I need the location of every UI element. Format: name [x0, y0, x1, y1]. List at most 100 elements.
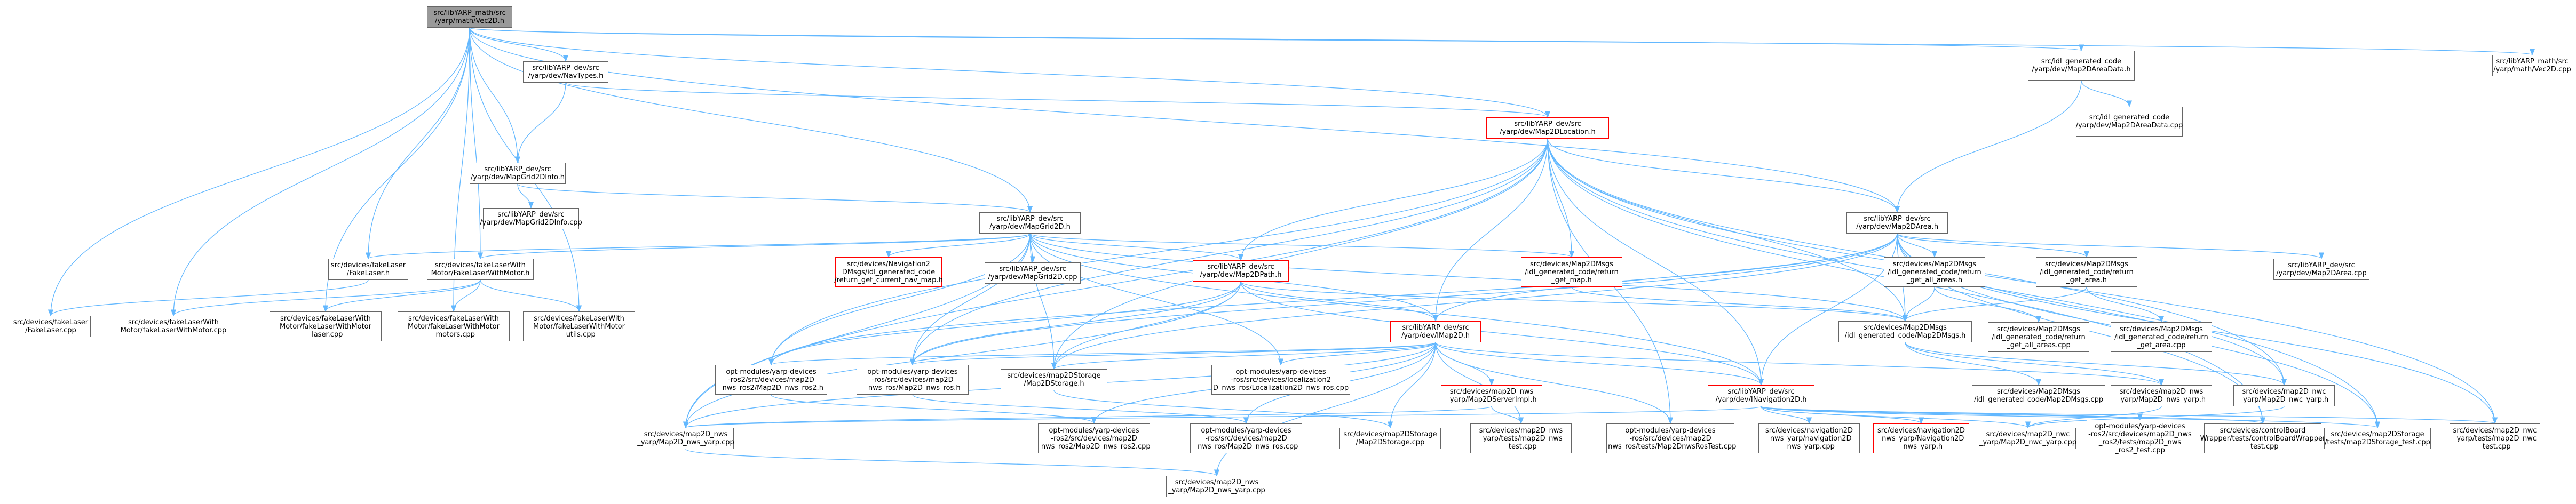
node-m2dpath[interactable]: src/libYARP_dev/src /yarp/dev/Map2DPath.…	[1193, 260, 1289, 282]
edge-mapgrid-to-storage_h	[1029, 233, 1057, 370]
node-label: src/devices/fakeLaser /FakeLaser.h	[330, 261, 406, 277]
node-srvimpl[interactable]: src/devices/map2D_nws _yarp/Map2DServerI…	[1441, 385, 1542, 406]
node-m2dloc[interactable]: src/libYARP_dev/src /yarp/dev/Map2DLocat…	[1486, 117, 1609, 139]
node-flwm_laser[interactable]: src/devices/fakeLaserWith Motor/fakeLase…	[270, 311, 382, 341]
node-label: src/devices/navigation2D _nws_yarp/Navig…	[1877, 426, 1965, 451]
edge-root-to-mapgridinfo	[469, 27, 521, 164]
node-fakelasercpp[interactable]: src/devices/fakeLaser /FakeLaser.cpp	[11, 316, 91, 337]
edge-retallareas-to-retallareascpp	[1934, 286, 2042, 323]
edge-m2dpath-to-map2dmsgs	[1240, 281, 1908, 322]
node-mapgridinfo[interactable]: src/libYARP_dev/src /yarp/dev/MapGrid2DI…	[470, 163, 566, 184]
node-ros2cpp[interactable]: opt-modules/yarp-devices -ros2/src/devic…	[1037, 423, 1151, 453]
node-label: src/devices/map2D_nwc _yarp/Map2D_nwc_ya…	[1979, 430, 2076, 446]
node-nwsyarpcpp_right[interactable]: src/devices/map2D_nwc _yarp/Map2D_nwc_ya…	[1979, 428, 2076, 449]
node-nwctest[interactable]: src/devices/map2D_nwc _yarp/tests/map2D_…	[2450, 423, 2540, 453]
node-ros2test[interactable]: opt-modules/yarp-devices -ros2/src/devic…	[2087, 420, 2193, 457]
node-storagetest[interactable]: src/devices/map2DStorage /tests/map2DSto…	[2324, 428, 2431, 449]
edge-imap2d-to-nwsyarpcpp_bottom	[1214, 342, 1436, 477]
edge-m2dloc-to-imap2d	[1432, 138, 1548, 322]
node-m2dareadata[interactable]: src/idl_generated_code /yarp/dev/Map2DAr…	[2028, 51, 2135, 81]
node-flwm_motors[interactable]: src/devices/fakeLaserWith Motor/fakeLase…	[398, 311, 510, 341]
edge-inav2d-to-nwsyarpcpp_left	[683, 406, 1762, 429]
node-label: src/libYARP_dev/src /yarp/dev/Map2DLocat…	[1500, 120, 1596, 136]
edge-mapgrid-to-inav2d	[1029, 233, 1764, 386]
node-flwm_utils[interactable]: src/devices/fakeLaserWith Motor/fakeLase…	[523, 311, 635, 341]
node-label: src/devices/Map2DMsgs /idl_generated_cod…	[1992, 325, 2086, 349]
node-retallareascpp[interactable]: src/devices/Map2DMsgs /idl_generated_cod…	[1988, 322, 2089, 352]
node-nwsyarpcpp_bottom[interactable]: src/devices/map2D_nws _yarp/Map2D_nws_ya…	[1166, 476, 1267, 497]
node-fakelasermotor_h[interactable]: src/devices/fakeLaserWith Motor/FakeLase…	[427, 259, 534, 280]
node-nwsyarp_h[interactable]: src/devices/map2D_nws _yarp/Map2D_nws_ya…	[2111, 385, 2212, 406]
node-storage_h[interactable]: src/devices/map2DStorage /Map2DStorage.h	[1001, 369, 1107, 390]
node-label: src/libYARP_dev/src /yarp/dev/Map2DPath.…	[1200, 263, 1282, 279]
node-label: opt-modules/yarp-devices -ros/src/device…	[865, 367, 961, 392]
node-retallareas[interactable]: src/devices/Map2DMsgs /idl_generated_cod…	[1884, 257, 1985, 287]
edge-root-to-fakelaser_h	[365, 27, 470, 260]
node-map2dmsgscpp[interactable]: src/devices/Map2DMsgs /idl_generated_cod…	[1972, 385, 2105, 406]
edge-retallareas-to-map2dmsgs	[1902, 286, 1935, 322]
node-root[interactable]: src/libYARP_math/src /yarp/math/Vec2D.h	[427, 6, 512, 28]
node-nwsyarpcpp_left[interactable]: src/devices/map2D_nws _yarp/Map2D_nws_ya…	[637, 428, 734, 449]
node-flwm_cpp[interactable]: src/devices/fakeLaserWith Motor/fakeLase…	[115, 316, 232, 337]
node-ros_h[interactable]: opt-modules/yarp-devices -ros/src/device…	[857, 365, 969, 395]
node-mapgrid[interactable]: src/libYARP_dev/src /yarp/dev/MapGrid2D.…	[979, 212, 1081, 234]
node-loc2d_ros[interactable]: opt-modules/yarp-devices -ros/src/device…	[1211, 365, 1350, 395]
edge-imap2d-to-nwsyarp_h	[1435, 342, 2164, 386]
node-retarea[interactable]: src/devices/Map2DMsgs /idl_generated_cod…	[2036, 257, 2137, 287]
node-label: opt-modules/yarp-devices -ros/src/device…	[1212, 367, 1349, 392]
node-label: src/libYARP_dev/src /yarp/dev/Map2DArea.…	[1856, 215, 1939, 231]
node-cbwtest[interactable]: src/devices/controlBoard Wrapper/tests/c…	[2200, 423, 2325, 453]
edge-retgetmap-to-map2dmsgs	[1571, 286, 1908, 322]
node-navnwsyarp[interactable]: src/devices/navigation2D _nws_yarp/navig…	[1758, 423, 1860, 453]
node-inav2d[interactable]: src/libYARP_dev/src /yarp/dev/INavigatio…	[1708, 385, 1814, 406]
edge-fakelasermotor_h-to-flwm_motors	[450, 279, 481, 313]
node-label: opt-modules/yarp-devices -ros/src/device…	[1604, 426, 1737, 451]
node-label: src/devices/Map2DMsgs /idl_generated_cod…	[1973, 388, 2104, 404]
node-label: src/devices/fakeLaserWith Motor/FakeLase…	[431, 261, 530, 277]
node-roscpp[interactable]: opt-modules/yarp-devices -ros/src/device…	[1190, 423, 1302, 453]
node-label: src/libYARP_dev/src /yarp/dev/MapGrid2D.…	[988, 265, 1077, 281]
node-label: opt-modules/yarp-devices -ros2/src/devic…	[2088, 422, 2192, 454]
node-mapgridcpp[interactable]: src/libYARP_dev/src /yarp/dev/MapGrid2D.…	[985, 262, 1081, 284]
node-label: src/libYARP_dev/src /yarp/dev/MapGrid2DI…	[480, 211, 582, 227]
node-m2darea[interactable]: src/libYARP_dev/src /yarp/dev/Map2DArea.…	[1846, 212, 1948, 234]
node-retgetmap[interactable]: src/devices/Map2DMsgs /idl_generated_cod…	[1521, 257, 1622, 287]
node-vec2dcpp[interactable]: src/libYARP_math/src /yarp/math/Vec2D.cp…	[2492, 55, 2572, 76]
node-m2dareacpp[interactable]: src/libYARP_dev/src /yarp/dev/Map2DArea.…	[2273, 259, 2369, 280]
edge-mapgrid-to-retgetmap	[1029, 233, 1574, 258]
edge-ros_h-to-roscpp	[912, 394, 1249, 425]
node-label: opt-modules/yarp-devices -ros/src/device…	[1194, 426, 1298, 451]
node-retareacpp[interactable]: src/devices/Map2DMsgs /idl_generated_cod…	[2111, 322, 2212, 352]
node-imap2d[interactable]: src/libYARP_dev/src /yarp/dev/IMap2D.h	[1390, 321, 1481, 342]
edge-imap2d-to-rostest	[1435, 342, 1674, 425]
node-nwstest[interactable]: src/devices/map2D_nws _yarp/tests/map2D_…	[1470, 423, 1572, 453]
node-storagecpp[interactable]: src/devices/map2DStorage /Map2DStorage.c…	[1339, 428, 1441, 449]
edge-m2dareadata-to-m2darea	[1894, 80, 2082, 213]
node-label: opt-modules/yarp-devices -ros2/src/devic…	[719, 367, 823, 392]
node-label: src/devices/map2DStorage /Map2DStorage.c…	[1343, 430, 1437, 446]
node-m2dareadatacpp[interactable]: src/idl_generated_code /yarp/dev/Map2DAr…	[2076, 107, 2183, 137]
node-label: src/devices/map2D_nws _yarp/Map2D_nws_ya…	[637, 430, 734, 446]
node-mapgridinfocpp[interactable]: src/libYARP_dev/src /yarp/dev/MapGrid2DI…	[480, 208, 582, 229]
edge-storage_h-to-storagecpp	[1053, 390, 1393, 429]
edge-retarea-to-retareacpp	[2086, 286, 2165, 323]
edge-root-to-m2dloc	[469, 27, 1550, 118]
node-navreturn[interactable]: src/devices/Navigation2 DMsgs/idl_genera…	[834, 257, 943, 287]
edge-mapgrid-to-navreturn	[885, 233, 1031, 258]
node-map2dmsgs[interactable]: src/devices/Map2DMsgs /idl_generated_cod…	[1838, 321, 1972, 342]
node-label: src/libYARP_math/src /yarp/math/Vec2D.cp…	[2493, 58, 2571, 74]
node-navnwsyarp_h[interactable]: src/devices/navigation2D _nws_yarp/Navig…	[1873, 423, 1969, 453]
node-ros2_h[interactable]: opt-modules/yarp-devices -ros2/src/devic…	[715, 365, 827, 395]
edge-inav2d-to-nwctest	[1761, 406, 2498, 425]
node-label: src/libYARP_dev/src /yarp/dev/MapGrid2D.…	[989, 215, 1071, 231]
edge-m2dpath-to-ros2_h	[768, 281, 1241, 366]
edge-nwcyarp_h-to-nwsyarpcpp_right	[2025, 406, 2285, 429]
node-fakelaser_h[interactable]: src/devices/fakeLaser /FakeLaser.h	[328, 259, 408, 280]
node-navtypes[interactable]: src/libYARP_dev/src /yarp/dev/NavTypes.h	[523, 61, 608, 83]
edge-mapgridinfo-to-mapgrid	[517, 183, 1033, 213]
node-rostest[interactable]: opt-modules/yarp-devices -ros/src/device…	[1604, 423, 1737, 453]
node-label: src/devices/map2D_nwc _yarp/Map2D_nwc_ya…	[2239, 388, 2329, 404]
node-nwcyarp_h[interactable]: src/devices/map2D_nwc _yarp/Map2D_nwc_ya…	[2233, 385, 2335, 406]
node-label: src/libYARP_dev/src /yarp/dev/INavigatio…	[1715, 388, 1807, 404]
edge-ros2_h-to-ros2cpp	[771, 394, 1097, 425]
